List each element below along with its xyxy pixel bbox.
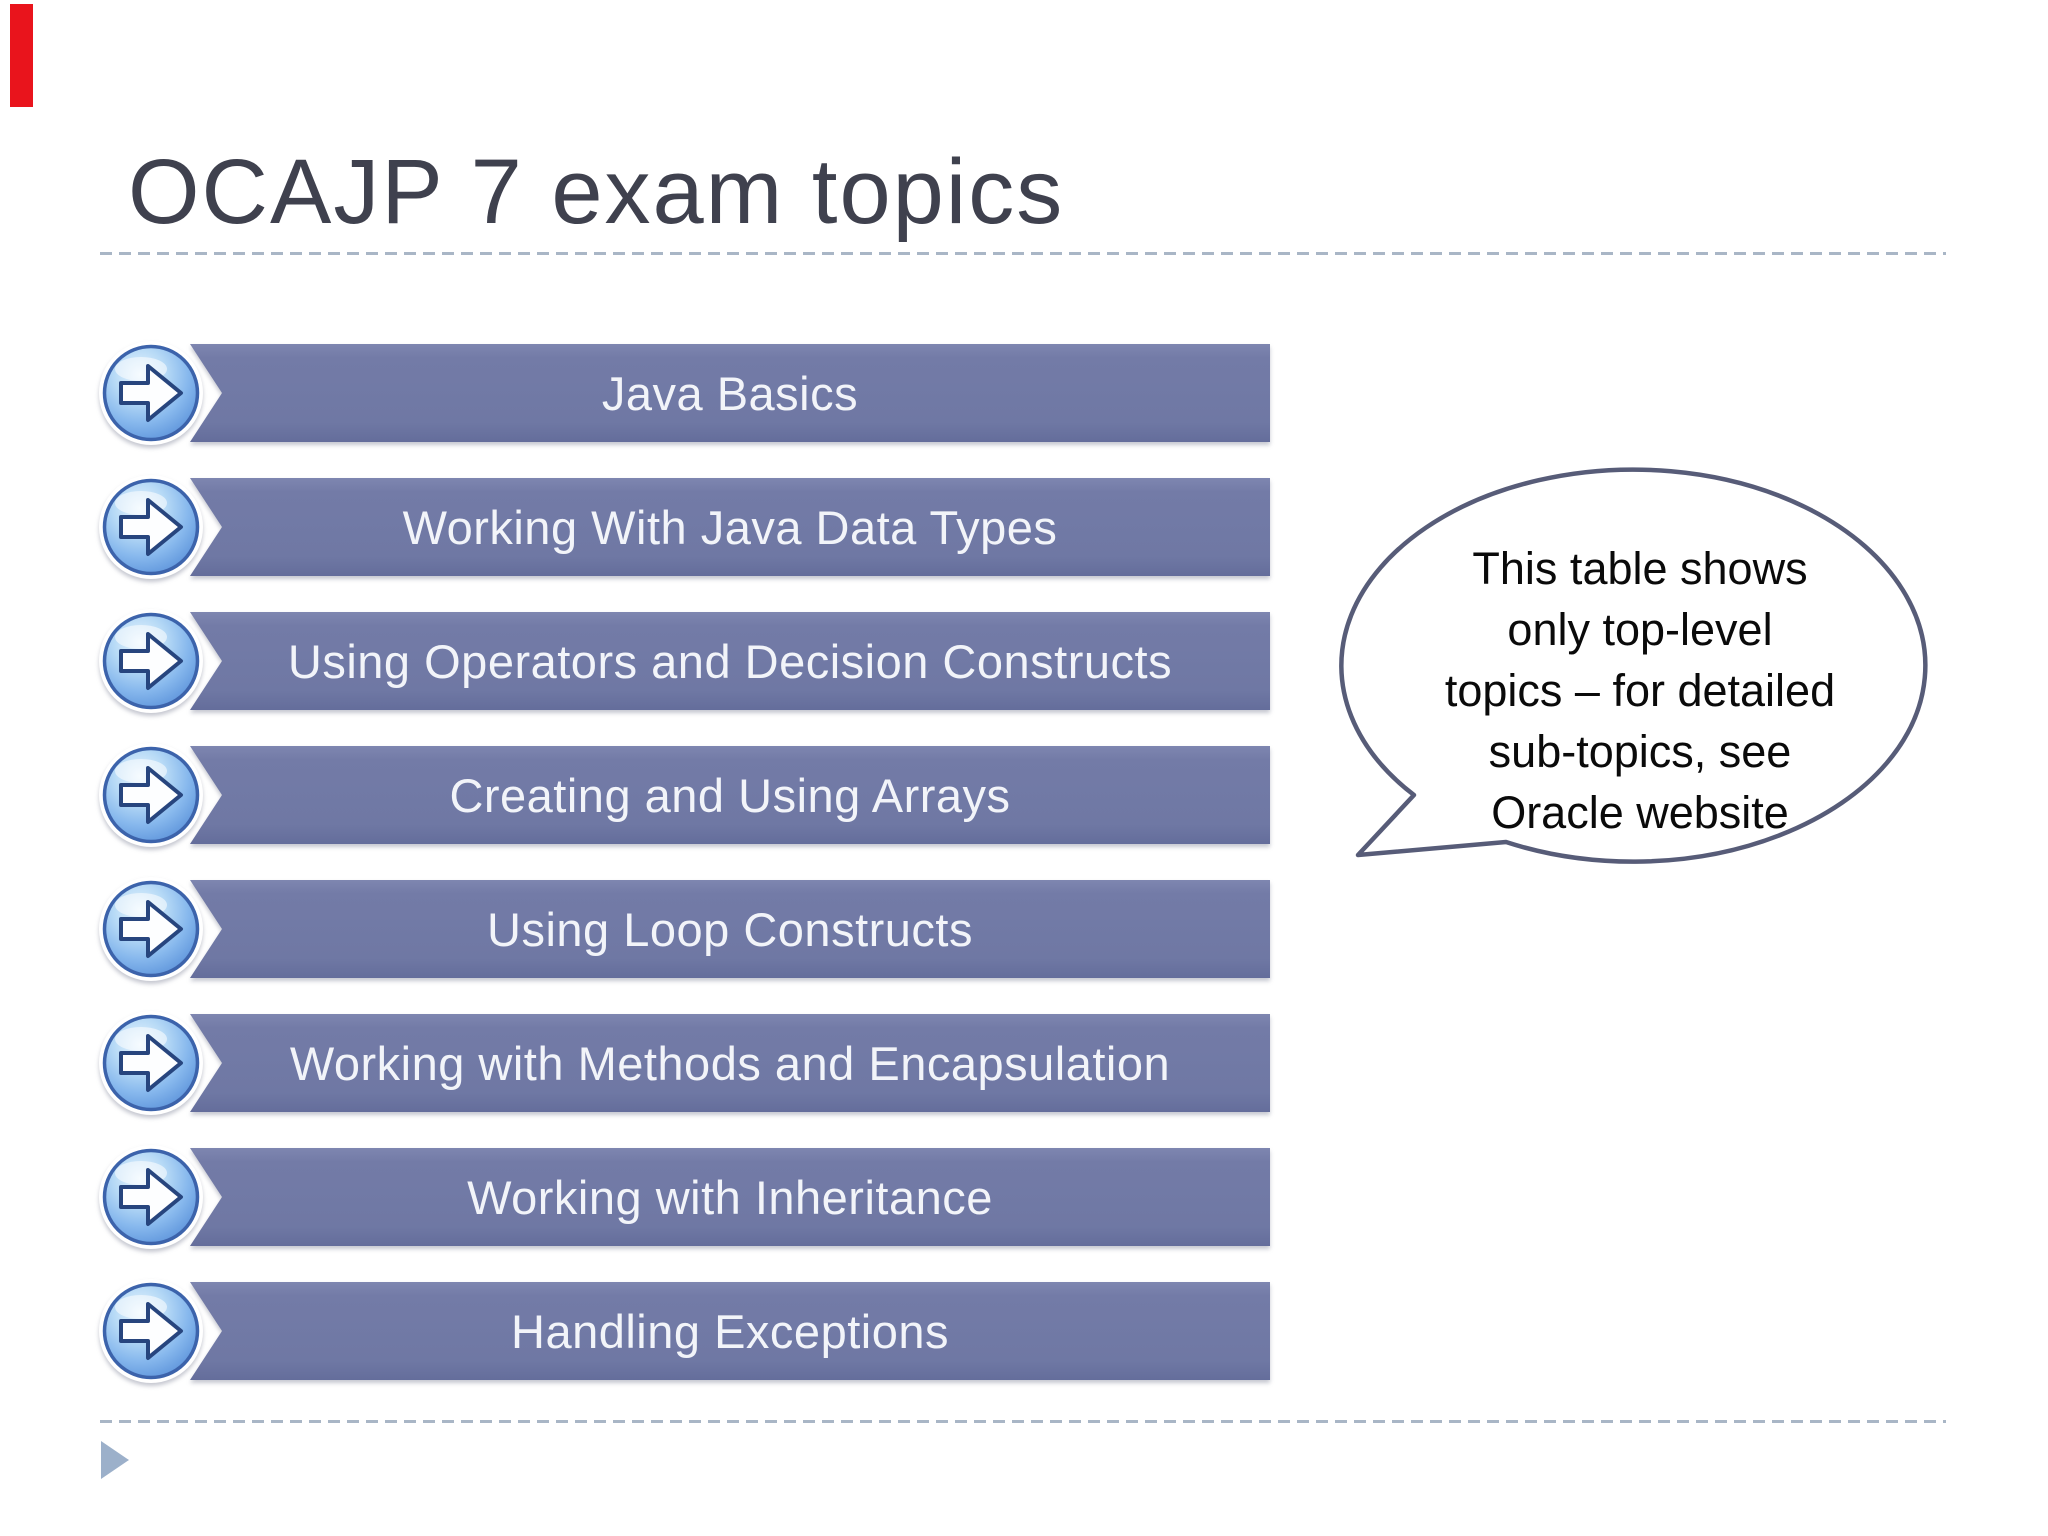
topic-bar: Working with Methods and Encapsulation: [190, 1014, 1270, 1112]
bubble-line: only top-level: [1507, 604, 1773, 655]
arrow-right-circle-icon: [97, 607, 205, 715]
title-divider-dashed-line: [100, 252, 1946, 255]
topic-label: Java Basics: [601, 366, 859, 420]
topic-label: Handling Exceptions: [511, 1304, 949, 1358]
arrow-right-circle-icon: [97, 473, 205, 581]
topic-row: Working With Java Data Types: [0, 473, 1330, 581]
arrow-right-circle-icon: [97, 875, 205, 983]
topic-bar: Using Loop Constructs: [190, 880, 1270, 978]
arrow-right-circle-icon: [97, 1009, 205, 1117]
slide-title: OCAJP 7 exam topics: [128, 141, 1065, 243]
topic-row: Using Operators and Decision Constructs: [0, 607, 1330, 715]
topic-label: Working With Java Data Types: [402, 500, 1058, 554]
red-corner-bar: [10, 4, 33, 107]
topic-label: Working with Methods and Encapsulation: [289, 1036, 1171, 1090]
speech-bubble-text: This table shows only top-level topics –…: [1390, 538, 1890, 843]
topic-bar: Working With Java Data Types: [190, 478, 1270, 576]
topic-label: Working with Inheritance: [467, 1170, 993, 1224]
bubble-line: This table shows: [1472, 543, 1808, 594]
topic-bar: Java Basics: [190, 344, 1270, 442]
bubble-line: topics – for detailed: [1444, 665, 1836, 716]
bubble-line: sub-topics, see: [1488, 726, 1792, 777]
topic-row: Creating and Using Arrays: [0, 741, 1330, 849]
topic-bar: Creating and Using Arrays: [190, 746, 1270, 844]
arrow-right-circle-icon: [97, 741, 205, 849]
triangle-right-icon: [101, 1441, 129, 1479]
topic-bar: Using Operators and Decision Constructs: [190, 612, 1270, 710]
topic-row: Java Basics: [0, 339, 1330, 447]
arrow-right-circle-icon: [97, 339, 205, 447]
topic-label: Creating and Using Arrays: [449, 768, 1011, 822]
topic-bar: Handling Exceptions: [190, 1282, 1270, 1380]
speech-bubble: [1339, 467, 1928, 864]
topic-label: Using Loop Constructs: [487, 902, 973, 956]
topic-row: Working with Methods and Encapsulation: [0, 1009, 1330, 1117]
topic-row: Working with Inheritance: [0, 1143, 1330, 1251]
arrow-right-circle-icon: [97, 1143, 205, 1251]
topic-bar: Working with Inheritance: [190, 1148, 1270, 1246]
bubble-line: Oracle website: [1491, 787, 1789, 838]
topic-label: Using Operators and Decision Constructs: [287, 634, 1173, 688]
footer-divider-dashed-line: [100, 1420, 1946, 1423]
topic-row: Using Loop Constructs: [0, 875, 1330, 983]
topic-row: Handling Exceptions: [0, 1277, 1330, 1385]
arrow-right-circle-icon: [97, 1277, 205, 1385]
